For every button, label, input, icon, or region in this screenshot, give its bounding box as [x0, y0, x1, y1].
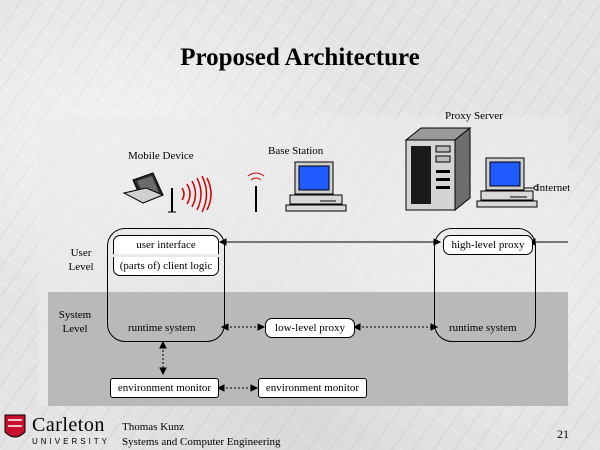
user-level-label: User Level — [68, 247, 94, 273]
author-name: Thomas Kunz — [122, 421, 185, 433]
system-level-label: System Level — [58, 309, 92, 335]
runtime-system-proxy: runtime system — [449, 322, 517, 334]
internet-label: Internet — [536, 182, 571, 194]
proxy-server-label: Proxy Server — [445, 110, 503, 122]
radio-waves-icon — [181, 175, 212, 213]
environment-monitor-base-box: environment monitor — [258, 378, 367, 398]
runtime-system-mobile: runtime system — [128, 322, 196, 334]
carleton-logo-icon — [4, 414, 26, 438]
antenna-icon — [247, 172, 265, 212]
slide-title: Proposed Architecture — [180, 44, 420, 71]
proxy-server-icon — [404, 126, 472, 212]
client-logic-box: (parts of) client logic — [113, 257, 219, 276]
high-level-proxy-box: high-level proxy — [443, 235, 533, 255]
mobile-device-icon — [122, 172, 176, 213]
base-station-computer-icon — [285, 161, 347, 212]
university-name: Carleton — [32, 414, 105, 436]
mobile-device-label: Mobile Device — [128, 150, 194, 162]
university-subtitle: UNIVERSITY — [32, 437, 111, 446]
user-interface-box: user interface — [113, 235, 219, 254]
low-level-proxy-box: low-level proxy — [265, 318, 355, 338]
base-station-label: Base Station — [268, 145, 324, 157]
mobile-device-stack — [107, 228, 225, 342]
environment-monitor-mobile-box: environment monitor — [110, 378, 219, 398]
proxy-server-stack — [434, 228, 536, 342]
department-name: Systems and Computer Engineering — [122, 436, 281, 448]
internet-computer-icon — [476, 157, 539, 208]
page-number: 21 — [557, 427, 569, 441]
